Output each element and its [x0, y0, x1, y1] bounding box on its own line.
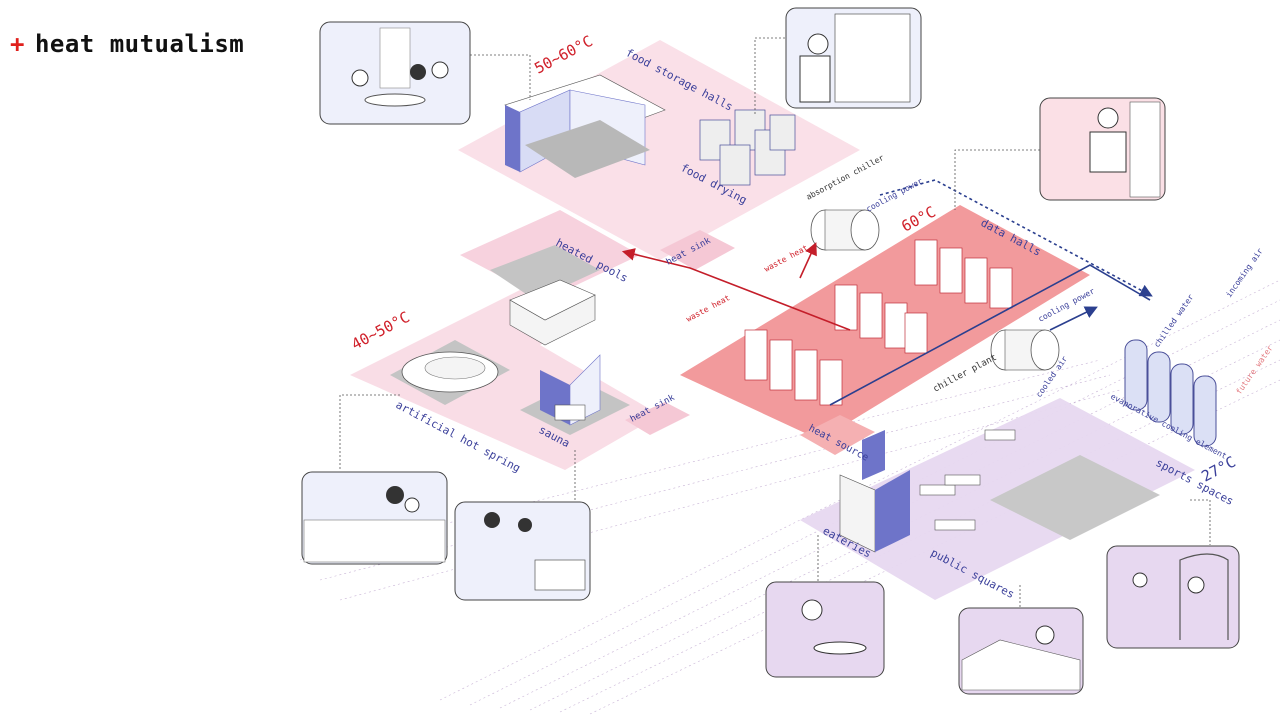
vignette-sauna-users — [454, 501, 591, 601]
heated-pool-basin — [490, 245, 600, 346]
food-storage-shelves — [504, 74, 666, 178]
cooling-power-label-1: cooling power — [865, 176, 925, 213]
sauna-cabin — [520, 354, 630, 435]
chilled-water-label: chilled water — [1152, 293, 1195, 350]
absorption-chiller-unit — [810, 209, 880, 251]
sports-court — [990, 455, 1160, 540]
food-temp-label: 50~60°C — [531, 32, 595, 78]
cooling-power-lines — [829, 179, 1153, 406]
picnic-tables — [919, 429, 1016, 531]
waste-heat-arrows — [621, 242, 851, 331]
server-racks — [744, 239, 1013, 406]
pools-heat-sink-tab — [625, 402, 690, 435]
incoming-air-label: incoming air — [1224, 246, 1265, 299]
vignette-cook — [765, 581, 885, 678]
slide-title: + heat mutualism — [10, 30, 244, 58]
vignette-reader — [958, 607, 1084, 695]
plus-icon: + — [10, 30, 25, 58]
evaporative-cooling-element — [1124, 339, 1217, 447]
leader-lines — [339, 37, 1211, 610]
vignette-cafe — [319, 21, 471, 125]
food-heat-sink-tab — [660, 230, 735, 270]
data-heat-source-tab — [800, 415, 875, 455]
title-text: heat mutualism — [34, 30, 245, 58]
food-zone-platform — [458, 40, 860, 260]
vignette-office-worker — [1039, 97, 1166, 201]
vignette-hot-spring-bathers — [301, 471, 448, 565]
pools-temp-label: 40~50°C — [348, 308, 412, 354]
future-water-label: future water — [1234, 343, 1275, 396]
hot-spring-pool — [390, 340, 510, 405]
waste-heat-label-2: waste heat — [763, 243, 810, 274]
food-drying-racks — [699, 109, 796, 186]
vignette-sports-players — [1106, 545, 1240, 649]
eatery-kiosk — [839, 430, 910, 553]
chiller-plant-unit — [990, 329, 1060, 371]
vignette-food-worker — [785, 7, 922, 109]
waste-heat-label-1: waste heat — [685, 293, 732, 324]
